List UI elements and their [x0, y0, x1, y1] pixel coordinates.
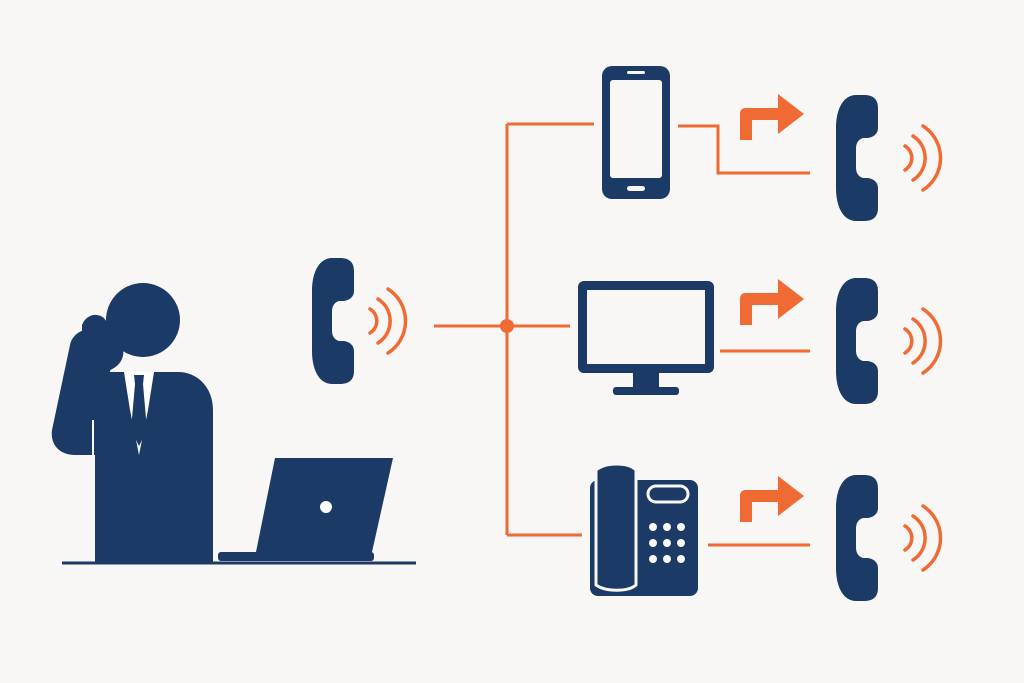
forward-arrow-icon [740, 476, 804, 522]
forward-arrow-icon [740, 279, 804, 325]
smartphone-icon [602, 66, 670, 199]
desk-phone-icon [590, 462, 698, 596]
incoming-call-waves-icon [368, 287, 408, 355]
ringing-waves-icon [903, 124, 943, 192]
monitor-icon [578, 281, 714, 395]
laptop-icon [218, 458, 393, 561]
forward-arrow-icon [740, 94, 804, 140]
telephone-handset-icon [836, 278, 878, 404]
junction-dot [500, 319, 514, 333]
incoming-call-handset-icon [312, 258, 354, 384]
keypad [649, 523, 685, 563]
ringing-waves-icon [903, 504, 943, 572]
shirt-and-tie [92, 372, 154, 455]
businessman-on-phone-icon [51, 283, 214, 562]
telephone-handset-icon [836, 95, 878, 221]
telephone-handset-icon [836, 475, 878, 601]
ringing-waves-icon [903, 307, 943, 375]
